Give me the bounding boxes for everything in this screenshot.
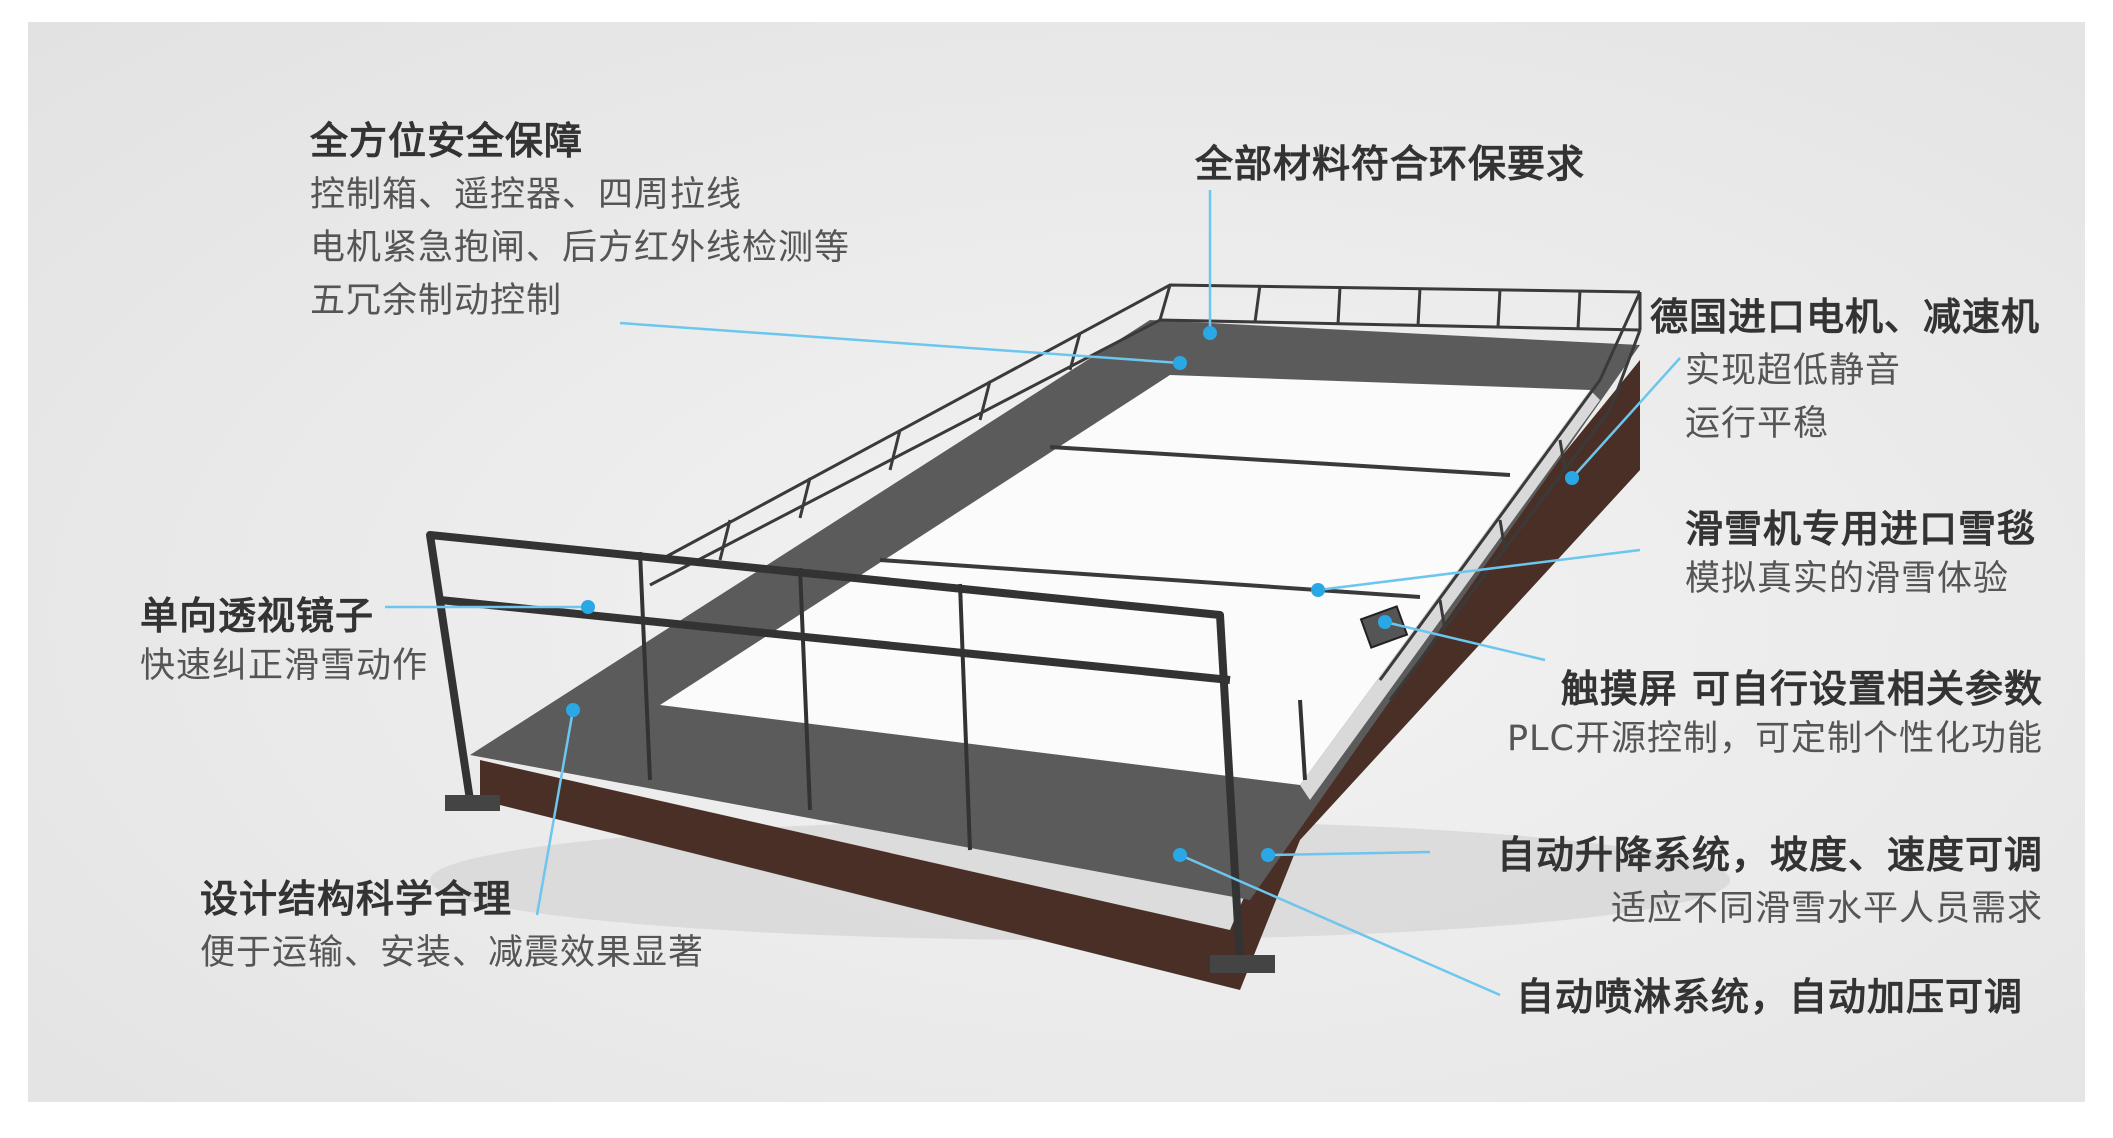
callout-structure: 设计结构科学合理 便于运输、安装、减震效果显著 [200,880,704,971]
callout-motor-line: 运行平稳 [1685,404,1830,444]
snow-carpet-edge [1300,390,1600,800]
callout-lift-line: 适应不同滑雪水平人员需求 [1610,889,2043,929]
carpet-seam [1049,445,1511,477]
callout-eco-title: 全部材料符合环保要求 [1195,142,1586,186]
callout-spray: 自动喷淋系统，自动加压可调 [1516,978,2023,1016]
callout-lift-title: 自动升降系统，坡度、速度可调 [1496,833,2043,877]
callout-lines [385,190,1681,997]
callout-dot-touch [1378,615,1392,629]
callout-mirror-line: 快速纠正滑雪动作 [140,646,429,686]
callout-structure-line: 便于运输、安装、减震效果显著 [200,933,705,973]
callout-dot-spray [1173,848,1187,862]
callout-carpet-title: 滑雪机专用进口雪毯 [1685,507,2037,551]
snow-carpet [660,375,1590,785]
callout-safety: 全方位安全保障 控制箱、遥控器、四周拉线 电机紧急抱闸、后方红外线检测等 五冗余… [310,122,850,319]
callout-safety-title: 全方位安全保障 [310,119,584,163]
frame-foot [445,795,500,811]
front-rail-posts [638,551,1307,851]
callout-touch: 触摸屏 可自行设置相关参数 PLC开源控制，可定制个性化功能 [1507,670,2043,757]
callout-dot-lift [1261,848,1275,862]
callout-dot-carpet [1311,583,1325,597]
callout-eco: 全部材料符合环保要求 [1195,145,1585,183]
callout-dot-mirror [581,600,595,614]
callout-lift: 自动升降系统，坡度、速度可调 适应不同滑雪水平人员需求 [1497,836,2043,927]
callout-motor-line: 实现超低静音 [1685,351,1902,391]
callout-dot-safety [1173,356,1187,370]
callout-motor: 德国进口电机、减速机 实现超低静音 运行平稳 [1650,298,2040,442]
callout-touch-line: PLC开源控制，可定制个性化功能 [1506,719,2043,759]
callout-dots [566,326,1579,862]
callout-dot-eco [1203,326,1217,340]
callout-touch-title: 触摸屏 可自行设置相关参数 [1560,667,2043,711]
callout-mirror-title: 单向透视镜子 [140,594,375,638]
carpet-seam [879,558,1421,599]
callout-safety-line: 五冗余制动控制 [310,281,563,321]
front-mirror-frame [426,531,1244,961]
callout-safety-line: 控制箱、遥控器、四周拉线 [310,175,743,215]
platform-side-frame [480,360,1640,990]
back-railing [649,283,1642,587]
callout-carpet-line: 模拟真实的滑雪体验 [1685,559,2010,599]
callout-safety-line: 电机紧急抱闸、后方红外线检测等 [310,228,851,268]
callout-motor-title: 德国进口电机、减速机 [1650,295,2041,339]
callout-dot-motor [1565,471,1579,485]
callout-structure-title: 设计结构科学合理 [200,877,513,921]
callout-mirror: 单向透视镜子 快速纠正滑雪动作 [140,597,428,684]
callout-dot-structure [566,703,580,717]
callout-carpet: 滑雪机专用进口雪毯 模拟真实的滑雪体验 [1685,510,2036,597]
callout-spray-title: 自动喷淋系统，自动加压可调 [1515,975,2023,1019]
frame-foot [1210,955,1275,973]
right-railing [1378,291,1642,701]
